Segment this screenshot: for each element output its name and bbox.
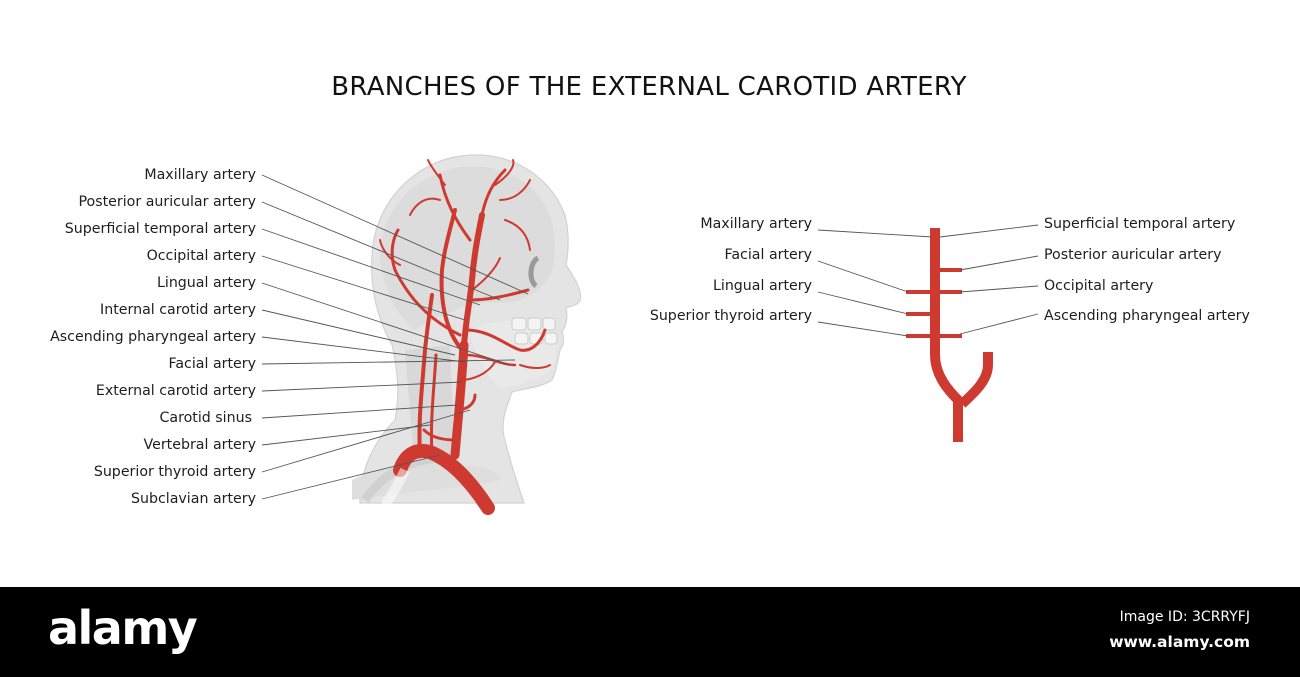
label-posterior-auricular: Posterior auricular artery <box>78 194 257 210</box>
ascending-pharyngeal <box>463 361 496 381</box>
image-id: Image ID: 3CRRYFJ <box>1119 609 1250 625</box>
label-facial: Facial artery <box>168 356 257 372</box>
leader-vertebral <box>261 424 431 446</box>
schematic-internal-carotid <box>958 352 993 408</box>
vertebral-artery <box>417 293 434 457</box>
subclavian-artery <box>393 444 495 515</box>
occipital-twig <box>379 239 401 266</box>
leader-external-carotid <box>261 381 463 392</box>
leader-maxillary <box>261 174 529 295</box>
leader-internal-carotid <box>261 309 456 356</box>
schematic-external-carotid <box>930 228 963 442</box>
subclavian-overlay <box>380 467 410 508</box>
leader-subclavian <box>261 454 441 500</box>
right-leader-lines <box>817 224 1039 337</box>
leader-superficial-temporal <box>261 228 481 306</box>
schematic-label-posterior-auricular: Posterior auricular artery <box>1044 247 1222 263</box>
eye-socket <box>528 255 540 288</box>
label-lingual: Lingual artery <box>156 275 256 291</box>
jaw-branch <box>519 364 551 369</box>
internal-carotid <box>439 208 464 352</box>
scalp-branch-2 <box>409 197 441 216</box>
scalp-branch-4 <box>499 179 531 201</box>
superior-thyroid <box>458 393 477 412</box>
label-occipital: Occipital artery <box>146 248 256 264</box>
label-maxillary: Maxillary artery <box>144 167 256 183</box>
label-vertebral: Vertebral artery <box>143 437 257 453</box>
facial-artery <box>464 328 547 352</box>
artery-tree <box>379 159 551 515</box>
schematic-branch-lingual <box>906 312 935 316</box>
leader-s-facial <box>817 260 909 293</box>
schematic-label-ascending-pharyngeal: Ascending pharyngeal artery <box>1044 308 1250 324</box>
schematic-branch-posterior-auricular <box>935 268 962 272</box>
leader-ascending-pharyngeal <box>261 336 466 363</box>
label-superficial-temporal: Superficial temporal artery <box>64 221 256 237</box>
scalp-branch-5 <box>427 159 446 186</box>
schematic-label-lingual: Lingual artery <box>712 278 812 294</box>
carotid-schematic <box>906 228 993 442</box>
label-subclavian: Subclavian artery <box>130 491 256 507</box>
superficial-temporal-artery <box>480 168 507 217</box>
posterior-auricular <box>471 257 501 291</box>
maxillary-artery <box>468 288 530 302</box>
teeth <box>511 317 558 345</box>
page-title: BRANCHES OF THE EXTERNAL CAROTID ARTERY <box>331 72 967 102</box>
leader-facial <box>261 359 516 365</box>
label-external-carotid: External carotid artery <box>95 383 256 399</box>
leader-s-pharyngeal <box>959 313 1039 335</box>
schematic-label-superior-thyroid: Superior thyroid artery <box>649 308 812 324</box>
label-internal-carotid: Internal carotid artery <box>100 302 256 318</box>
occipital-artery <box>390 228 462 337</box>
label-carotid-sinus: Carotid sinus <box>159 410 252 426</box>
vertebral-artery-2 <box>429 353 438 457</box>
leader-lingual <box>261 282 511 366</box>
schematic-branch-occipital <box>935 290 962 294</box>
anatomy-artwork <box>261 154 1039 515</box>
leader-carotid-sinus <box>261 404 459 419</box>
scalp-branch-3 <box>494 159 515 186</box>
schematic-label-occipital: Occipital artery <box>1044 278 1154 294</box>
leader-s-thyroid <box>817 321 909 337</box>
schematic-label-superficial-temporal: Superficial temporal artery <box>1044 216 1236 232</box>
thyroid-branch <box>422 428 457 442</box>
site-link[interactable]: www.alamy.com <box>1109 633 1250 651</box>
leader-s-maxillary <box>817 229 933 238</box>
schematic-branch-facial <box>906 290 935 294</box>
left-leader-lines <box>261 174 529 500</box>
scalp-branch-6 <box>504 219 531 251</box>
common-carotid-artery <box>450 340 469 460</box>
leader-occipital <box>261 255 466 321</box>
external-carotid-trunk <box>461 212 485 348</box>
leader-superior-thyroid <box>261 409 471 473</box>
leader-s-occipital <box>959 285 1039 293</box>
footer-bar: alamy Image ID: 3CRRYFJ www.alamy.com <box>0 587 1300 677</box>
label-ascending-pharyngeal: Ascending pharyngeal artery <box>50 329 256 345</box>
schematic-branch-pharyngeal <box>935 334 962 338</box>
leader-posterior-auricular <box>261 201 501 301</box>
leader-s-posterior-auricular <box>959 255 1039 271</box>
label-superior-thyroid: Superior thyroid artery <box>93 464 256 480</box>
leader-s-superficial-temporal <box>939 224 1039 238</box>
schematic-label-facial: Facial artery <box>724 247 813 263</box>
schematic-label-maxillary: Maxillary artery <box>700 216 812 232</box>
brand-logo[interactable]: alamy <box>48 601 198 655</box>
spine-column <box>405 345 455 475</box>
leader-s-lingual <box>817 291 909 315</box>
skull-fill <box>379 166 555 330</box>
schematic-branch-thyroid <box>906 334 935 338</box>
